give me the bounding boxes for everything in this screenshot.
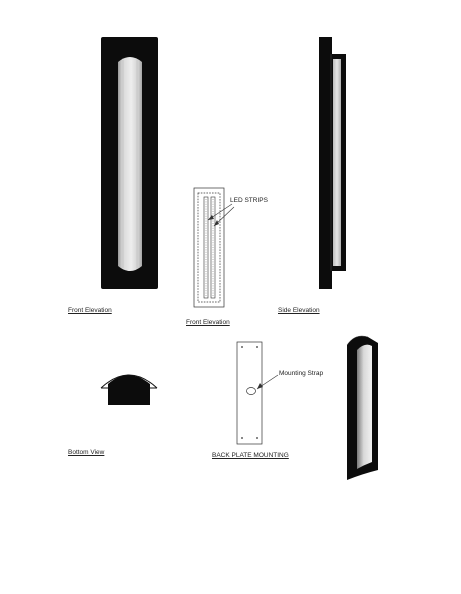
front-elevation-detail-view [193, 187, 235, 308]
side-elevation-view [319, 37, 346, 289]
bottom-diffuser-arc [100, 374, 158, 389]
mounting-strap-label: Mounting Strap [279, 370, 324, 377]
mounting-strap-slot [246, 387, 256, 395]
back-plate-mounting-label: BACK PLATE MOUNTING [212, 452, 289, 459]
front-elevation-detail-label: Front Elevation [186, 319, 230, 326]
arrowhead [257, 383, 263, 389]
side-diffuser [333, 59, 341, 266]
diffuser-lens [118, 57, 142, 271]
side-elevation-label: Side Elevation [278, 307, 320, 314]
front-elevation-view [101, 37, 158, 289]
back-plate-mounting-view [236, 341, 279, 445]
detail-outer-frame [193, 187, 225, 308]
front-elevation-label: Front Elevation [68, 307, 112, 314]
bottom-profile [108, 375, 150, 405]
bottom-view [100, 374, 158, 405]
mounting-hole [241, 437, 243, 439]
side-body-back [319, 37, 332, 289]
led-strips-label: LED STRIPS [230, 197, 268, 204]
perspective-end-cap [346, 335, 369, 346]
led-strip-right [210, 196, 216, 299]
back-plate [236, 341, 263, 445]
perspective-diffuser [357, 344, 372, 469]
mounting-hole [241, 346, 243, 348]
arrowhead [208, 215, 214, 220]
detail-inner-frame [197, 192, 221, 303]
bottom-view-label: Bottom View [68, 449, 105, 456]
mounting-hole [256, 346, 258, 348]
led-strip-left [203, 196, 209, 299]
mounting-hole [256, 437, 258, 439]
arrowhead [214, 220, 219, 226]
perspective-view [346, 335, 378, 480]
